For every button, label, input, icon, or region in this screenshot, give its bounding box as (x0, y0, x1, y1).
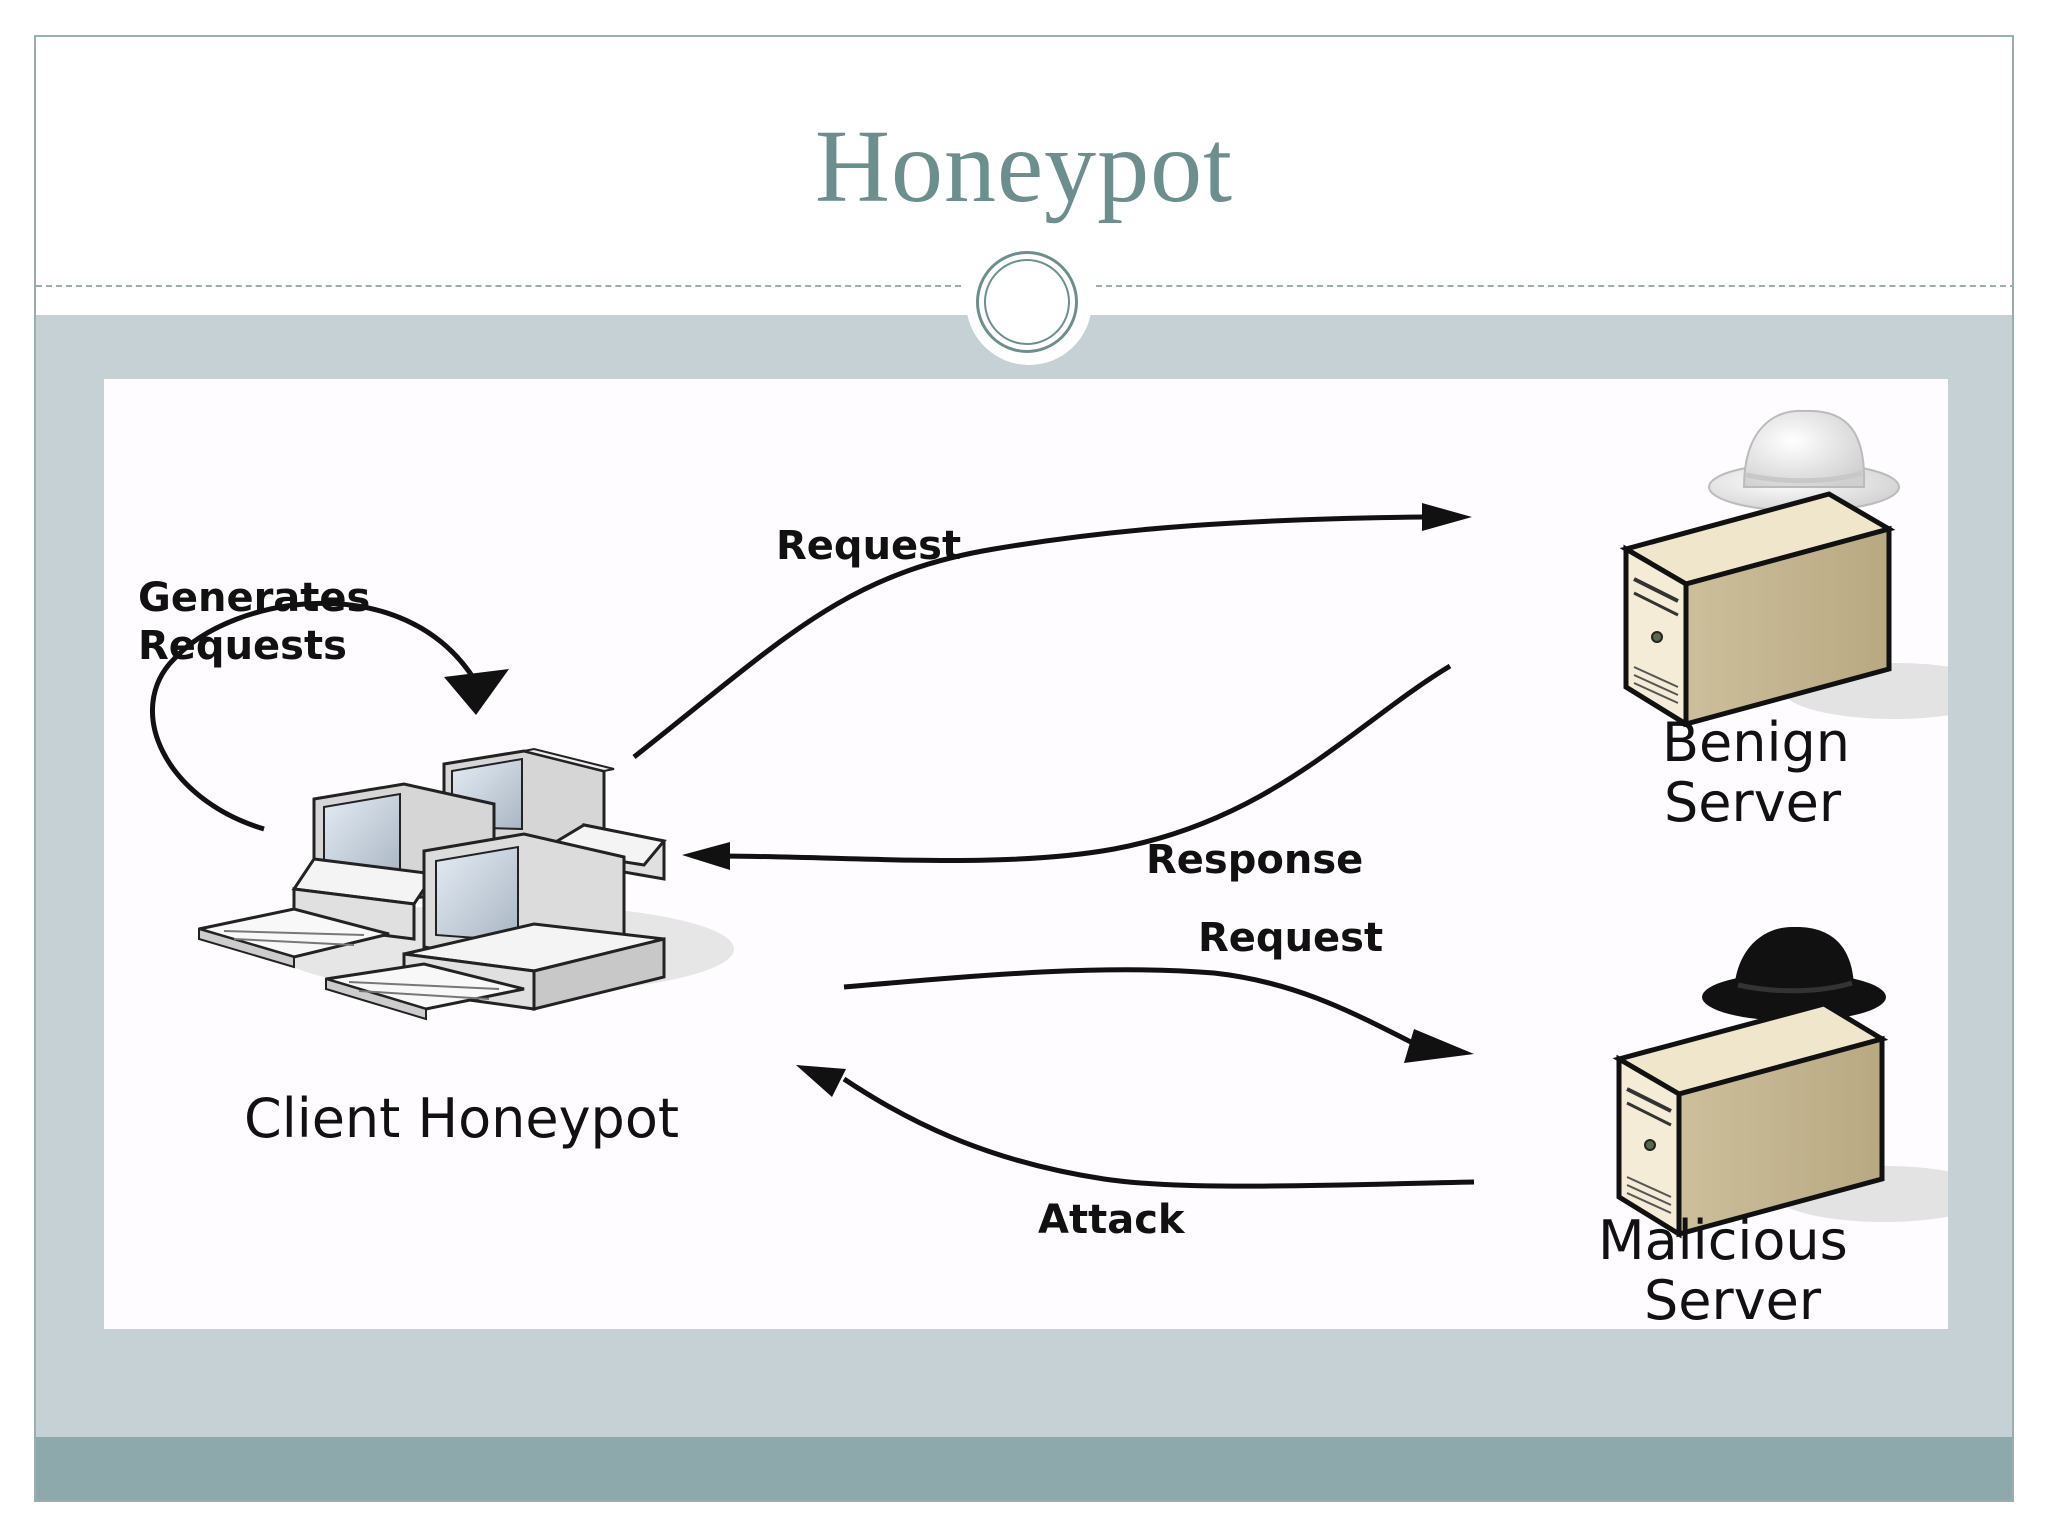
white-hat-icon (1708, 409, 1900, 512)
black-hat-icon (1702, 926, 1886, 1021)
benign-server-label: Server (1664, 771, 1842, 834)
client-honeypot-label: Client Honeypot (244, 1087, 679, 1150)
response-label: Response (1146, 837, 1363, 883)
requests-label: Requests (138, 623, 347, 669)
malicious-server-label: Server (1644, 1269, 1822, 1329)
malicious-label: Malicious (1598, 1209, 1848, 1272)
generates-label: Generates (138, 575, 370, 621)
slide: Honeypot (34, 35, 2014, 1502)
client-computers-icon (198, 747, 734, 1021)
honeypot-diagram: Generates Requests Request Response Requ… (104, 379, 1948, 1329)
medallion-ring-icon (976, 251, 1078, 353)
footer-band (36, 1437, 2012, 1500)
diagram-canvas: Generates Requests Request Response Requ… (138, 409, 1948, 1329)
request-bottom-label: Request (1198, 915, 1383, 961)
request-to-benign-arrow (632, 503, 1472, 759)
benign-server-icon (1619, 491, 1948, 729)
self-loop-arrow (149, 600, 509, 832)
response-from-benign-arrow (682, 663, 1452, 870)
request-top-label: Request (776, 523, 961, 569)
attack-label: Attack (1038, 1197, 1186, 1243)
malicious-server-icon (1612, 1001, 1948, 1239)
title-divider-right (1096, 285, 2012, 287)
medallion-inner-ring-icon (984, 259, 1070, 345)
title-divider-left (36, 285, 961, 287)
slide-title: Honeypot (814, 109, 1234, 224)
request-to-malicious-arrow (843, 967, 1474, 1063)
benign-label: Benign (1662, 711, 1850, 774)
attack-from-malicious-arrow (796, 1065, 1475, 1189)
